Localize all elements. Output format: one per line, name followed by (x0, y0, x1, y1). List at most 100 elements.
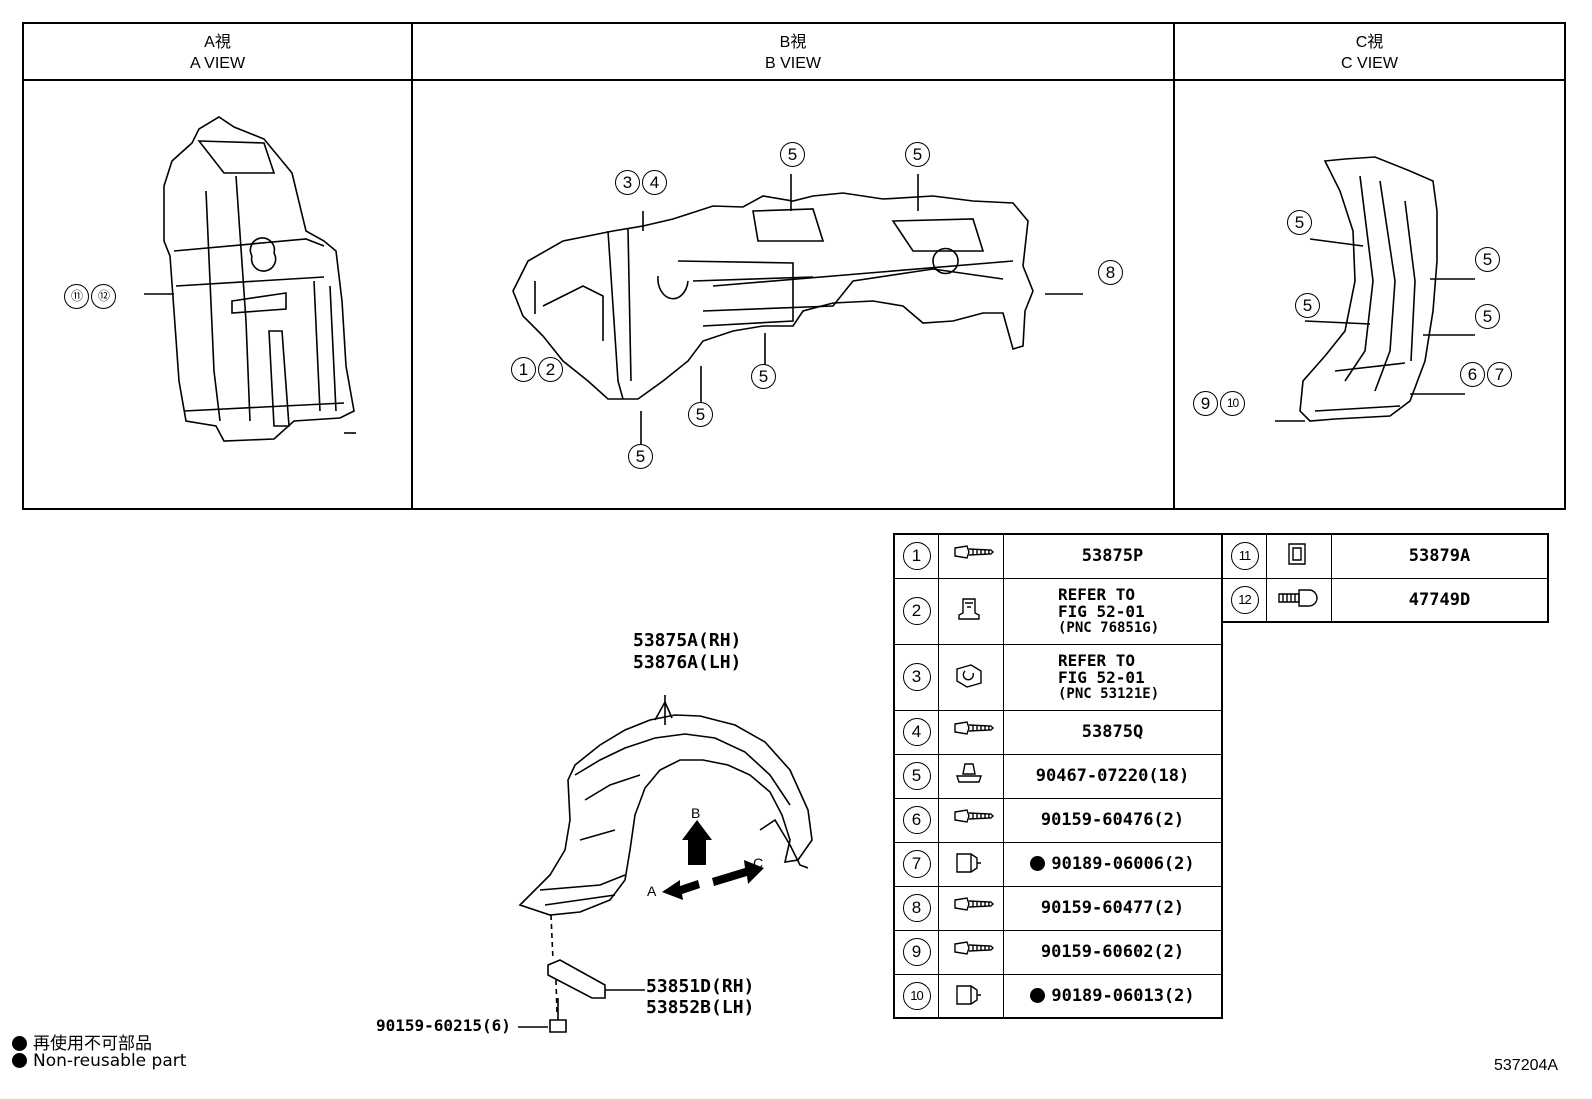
parts-row-number: 6 (893, 797, 939, 843)
callout-5-b3: 5 (751, 364, 776, 389)
part-reference-line: FIG 52-01 (1058, 601, 1145, 621)
callout-9-10: 9 10 (1193, 391, 1245, 416)
callout-5: 5 (751, 364, 776, 389)
view-c-header: C視 C VIEW (1175, 24, 1564, 81)
part-number-circle: 8 (902, 894, 931, 922)
screw-icon (938, 797, 1004, 843)
callout-12: ⑫ (91, 284, 116, 309)
part-number-text: 90159-60602(2) (1040, 942, 1185, 962)
callout-1: 1 (511, 357, 536, 382)
legend-en: Non-reusable part (12, 1051, 186, 1071)
view-c-title-en: C VIEW (1341, 55, 1398, 72)
callout-5-b1: 5 (780, 142, 805, 167)
callout-5-b2: 5 (905, 142, 930, 167)
screw-icon (938, 709, 1004, 755)
callout-5: 5 (905, 142, 930, 167)
part-reference-line: REFER TO (1058, 650, 1136, 670)
part-number-circle: 1 (902, 542, 931, 571)
callout-5: 5 (1475, 304, 1500, 329)
callout-7: 7 (1487, 362, 1512, 387)
parts-row-number: 1 (893, 533, 939, 579)
nut-icon (938, 973, 1004, 1019)
screw-label: 90159-60215(6) (376, 1016, 511, 1035)
part-number-text: 53879A (1408, 546, 1471, 567)
part-number-circle: 3 (902, 663, 931, 691)
callout-5: 5 (780, 142, 805, 167)
callout-1-2: 1 2 (511, 357, 563, 382)
parts-row: 1 53875P (893, 533, 1223, 579)
arrow-b-label: B (691, 805, 701, 821)
nonreusable-dot-icon (1030, 856, 1046, 871)
view-a-drawing (144, 116, 356, 442)
nut-icon (938, 841, 1004, 887)
callout-5: 5 (1475, 247, 1500, 272)
view-b: B視 B VIEW (411, 24, 1173, 508)
callout-5-c2: 5 (1475, 247, 1500, 272)
callout-5: 5 (628, 444, 653, 469)
part-number-text: 90159-60476(2) (1040, 810, 1185, 830)
screw-icon (938, 929, 1004, 975)
view-a-title-en: A VIEW (189, 55, 246, 72)
part-number: 90189-06006(2) (1003, 841, 1223, 887)
part-number-circle: 2 (902, 597, 931, 625)
view-a-title-jp: A視 (204, 34, 231, 51)
callout-5: 5 (1287, 210, 1312, 235)
parts-row: 6 90159-60476(2) (893, 797, 1223, 843)
view-c-drawing (1275, 156, 1475, 422)
part-number-circle: 12 (1230, 585, 1259, 614)
callout-4: 4 (642, 170, 667, 195)
callout-5: 5 (688, 402, 713, 427)
view-a: A視 A VIEW ⑪ ⑫ (24, 24, 411, 508)
callout-5-b5: 5 (628, 444, 653, 469)
part-number: 90159-60477(2) (1003, 885, 1223, 931)
part-number-text: 47749D (1408, 589, 1471, 610)
part-reference-line: (PNC 76851G) (1058, 619, 1160, 636)
part-number-circle: 4 (902, 718, 931, 746)
view-a-header: A視 A VIEW (24, 24, 411, 81)
parts-row-number: 4 (893, 709, 939, 755)
part-number-text: 90189-06006(2) (1051, 854, 1195, 874)
screw-icon (938, 533, 1004, 579)
arrow-a-label: A (647, 883, 657, 899)
part-number: 47749D (1331, 577, 1549, 623)
parts-row-number: 3 (893, 643, 939, 711)
callout-5: 5 (1295, 293, 1320, 318)
seal-lh-label: 53852B(LH) (646, 997, 755, 1018)
part-reference-line: (PNC 53121E) (1058, 685, 1160, 702)
parts-row: 8 90159-60477(2) (893, 885, 1223, 931)
legend-jp-text: 再使用不可部品 (33, 1034, 152, 1054)
callout-11-12: ⑪ ⑫ (64, 284, 116, 309)
part-number-text: 90189-06013(2) (1051, 985, 1195, 1006)
parts-row-number: 2 (893, 577, 939, 645)
parts-row-number: 7 (893, 841, 939, 887)
parts-row-number: 10 (893, 973, 939, 1019)
nonreusable-dot-icon (1030, 987, 1046, 1003)
callout-5-b4: 5 (688, 402, 713, 427)
push-clip-icon (938, 753, 1004, 799)
figure-code: 537204A (1494, 1057, 1559, 1074)
parts-row: 7 90189-06006(2) (893, 841, 1223, 887)
view-c-title-jp: C視 (1355, 34, 1384, 51)
part-number-circle: 6 (902, 806, 931, 834)
callout-11: ⑪ (64, 284, 89, 309)
clip-icon (938, 577, 1004, 645)
part-number-text: 53875P (1081, 546, 1144, 567)
callout-5-c4: 5 (1475, 304, 1500, 329)
part-number-text: 53875Q (1081, 722, 1144, 742)
part-number-text: 90467-07220(18) (1035, 766, 1190, 786)
part-number: 90159-60602(2) (1003, 929, 1223, 975)
view-b-title-jp: B視 (779, 34, 807, 51)
nonreusable-dot-icon (12, 1053, 27, 1068)
callout-9: 9 (1193, 391, 1218, 416)
view-b-drawing (512, 174, 1083, 461)
clip-nut-icon (938, 643, 1004, 711)
